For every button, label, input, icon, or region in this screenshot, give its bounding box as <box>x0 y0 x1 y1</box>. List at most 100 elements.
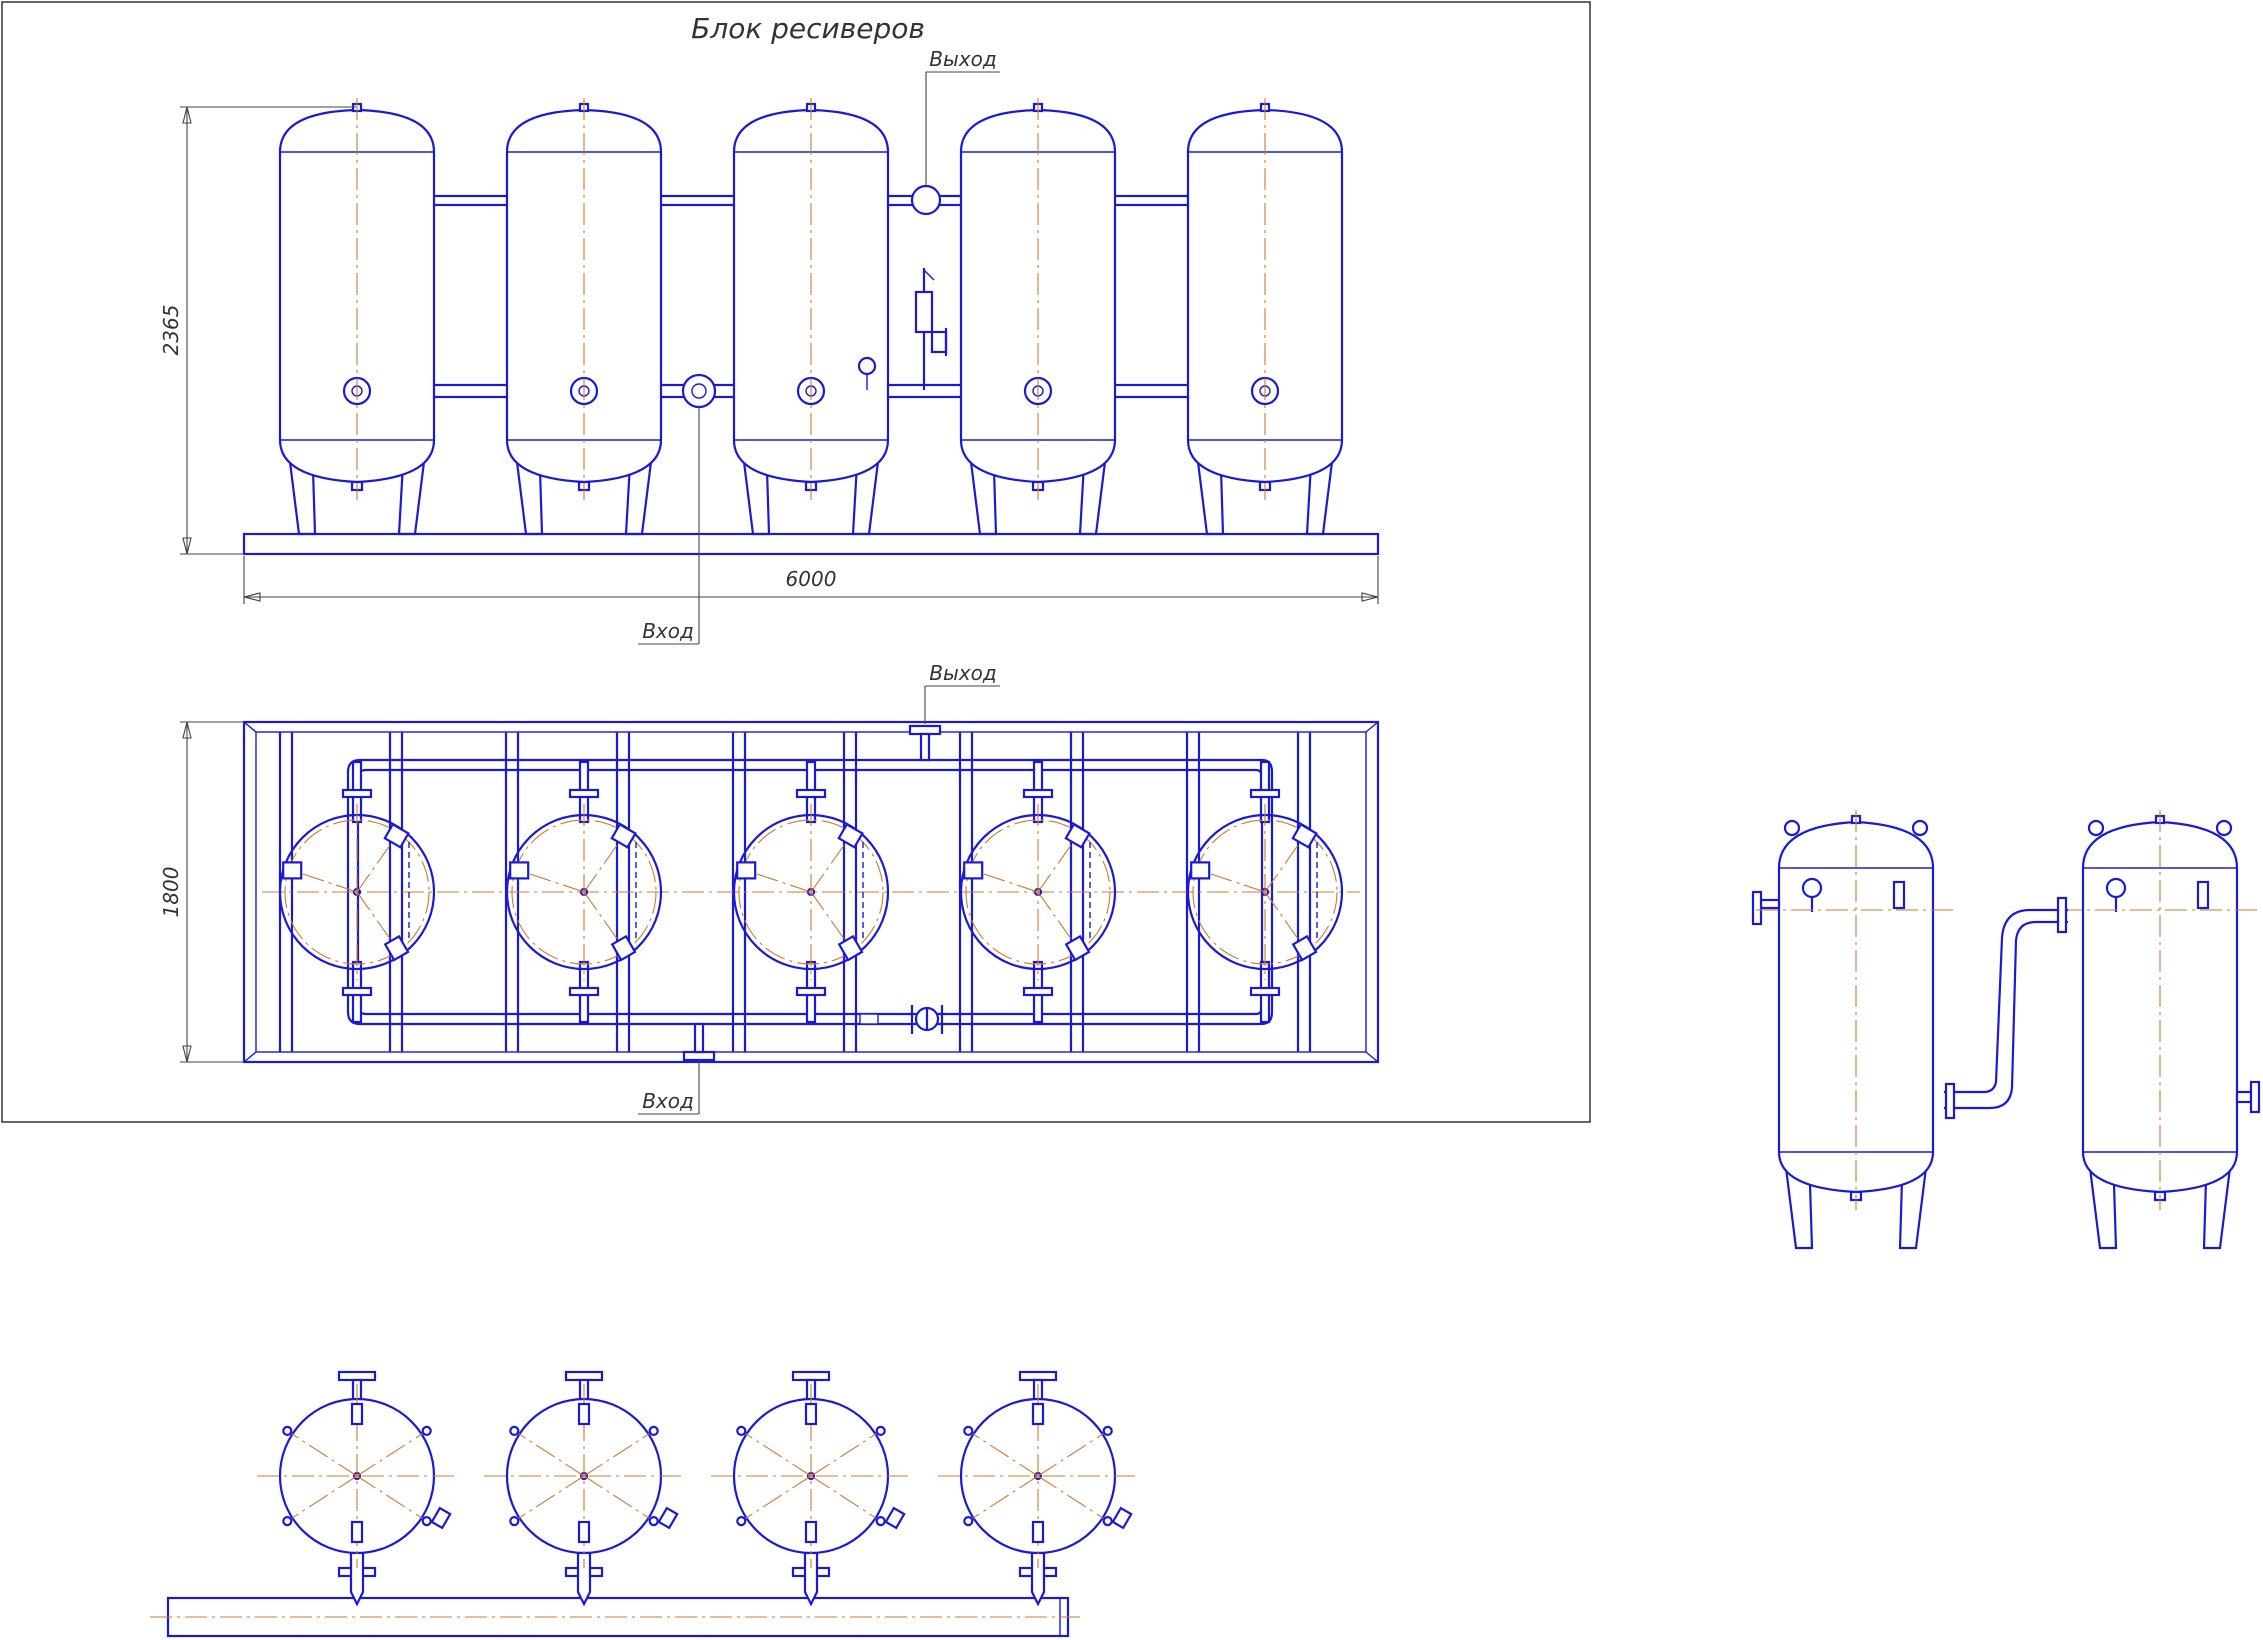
bottom-vessel-axis-diag <box>514 1430 585 1477</box>
sheet-frame <box>1 1 1591 1123</box>
front-vessel-leg <box>1305 453 1335 536</box>
plan-vessel-leg <box>837 934 864 962</box>
plan-vessel-leg-axis <box>973 869 1039 893</box>
bottom-vessel-gauge <box>430 1506 452 1530</box>
plan-vessel-2 <box>505 760 663 1024</box>
plan-vessel-flange-bottom <box>795 986 827 997</box>
side-vessel-lug <box>1911 819 1929 837</box>
front-safety-valve <box>914 268 948 390</box>
plan-leaders: Выход Вход <box>638 661 1000 1115</box>
bottom-vessel-lug <box>509 1515 520 1527</box>
side-view <box>1751 810 2261 1250</box>
plan-vessel-leg <box>1291 934 1318 962</box>
plan-vessel-leg <box>383 822 410 849</box>
plan-vessel-leg-axis <box>1200 869 1266 893</box>
side-connect-pipe-2 <box>1944 920 2068 1110</box>
plan-frame-outer <box>242 720 1380 1064</box>
bottom-vessel-flange-top <box>1018 1370 1058 1382</box>
front-vessel-4 <box>959 98 1117 536</box>
side-vessel-2 <box>2060 810 2261 1250</box>
bottom-vessel-gauge <box>884 1506 906 1530</box>
front-inlet-flange <box>681 373 717 409</box>
plan-vessel-leg-axis <box>292 869 358 893</box>
drawing-title: Блок ресиверов <box>691 12 925 45</box>
plan-vessel-leg <box>1190 861 1211 880</box>
plan-vessel-flange-top <box>568 788 600 799</box>
bottom-vessel-lug <box>1102 1425 1113 1437</box>
side-vessel-lug <box>1783 819 1801 837</box>
bottom-vessel-axis-diag <box>741 1430 812 1477</box>
side-connect-flange-right <box>2056 896 2068 934</box>
bottom-vessel-lug <box>648 1515 659 1527</box>
plan-vessel-leg <box>736 861 757 880</box>
bottom-vessel-axis-diag <box>810 1475 881 1522</box>
bottom-vessel-fitting <box>350 1520 364 1544</box>
plan-vessel-1 <box>278 760 436 1024</box>
bottom-vessel-lug <box>421 1425 432 1437</box>
front-vessel-leg <box>397 453 427 536</box>
side-vessel-gauge <box>2105 877 2127 899</box>
bottom-view <box>150 1370 1138 1638</box>
plan-vessel-flange-bottom <box>1249 986 1281 997</box>
plan-vessel-leg <box>1064 934 1091 962</box>
plan-vessel-flange-top <box>795 788 827 799</box>
plan-vessel-flange-bottom <box>1022 986 1054 997</box>
plan-vessel-flange-top <box>341 788 373 799</box>
front-vessel-leg <box>1078 453 1108 536</box>
bottom-vessel-1 <box>257 1370 457 1607</box>
plan-inlet-nozzle <box>682 1022 716 1062</box>
bottom-vessel-fitting <box>350 1402 364 1426</box>
bottom-vessel-fitting <box>804 1520 818 1544</box>
bottom-vessel-axis-diag <box>583 1430 654 1477</box>
bottom-vessel-axis-diag <box>810 1430 881 1477</box>
bottom-vessel-lug <box>421 1515 432 1527</box>
front-vessel-leg <box>968 453 998 536</box>
bottom-vessel-3 <box>711 1370 911 1607</box>
bottom-vessel-axis-diag <box>1037 1475 1108 1522</box>
plan-vessel-leg-axis <box>356 835 398 893</box>
front-vessel-leg <box>851 453 881 536</box>
bottom-vessel-lug <box>282 1515 293 1527</box>
side-vessel-inlet-flange <box>1751 890 1763 926</box>
bottom-vessel-fitting <box>1031 1402 1045 1426</box>
bottom-vessel-fitting <box>577 1402 591 1426</box>
plan-vessel-leg-axis <box>1264 835 1306 893</box>
bottom-vessel-lug <box>875 1515 886 1527</box>
front-vessel-leg <box>624 453 654 536</box>
plan-vessel-leg-axis <box>519 869 585 893</box>
plan-valve <box>859 1005 944 1034</box>
front-vessel-2 <box>505 98 663 536</box>
front-vessel-leg <box>1195 453 1225 536</box>
plan-outlet-nozzle <box>908 724 942 762</box>
plan-vessel-flange-top <box>1022 788 1054 799</box>
plan-vessel-flange-bottom <box>568 986 600 997</box>
plan-view: 1800 Выход Вход <box>159 661 1380 1115</box>
side-vessel-1 <box>1751 810 1956 1250</box>
bottom-vessel-lug <box>736 1515 747 1527</box>
plan-pipe-loop-outer <box>346 758 1274 1026</box>
dim-length: 6000 <box>786 567 837 591</box>
plan-vessel-leg-axis <box>583 835 625 893</box>
bottom-vessel-axis-diag <box>287 1475 358 1522</box>
plan-vessel-leg <box>610 822 637 849</box>
front-vessel-leg <box>514 453 544 536</box>
bottom-vessel-flange-top <box>564 1370 604 1382</box>
label-outlet-plan: Выход <box>929 661 996 685</box>
plan-vessel-leg <box>509 861 530 880</box>
side-vessel-valve <box>1892 880 1906 910</box>
bottom-vessel-lug <box>875 1425 886 1437</box>
bottom-vessel-gauge <box>657 1506 679 1530</box>
plan-vessel-leg <box>383 934 410 962</box>
bottom-vessel-lug <box>648 1425 659 1437</box>
side-vessel-leg <box>2088 1167 2118 1250</box>
bottom-vessel-lug <box>736 1425 747 1437</box>
bottom-vessel-4 <box>938 1370 1138 1607</box>
front-view: 2365 6000 Выход Вход <box>159 47 1380 645</box>
front-base-skid <box>242 532 1380 556</box>
bottom-vessel-fitting <box>577 1520 591 1544</box>
plan-vessel-5 <box>1186 760 1344 1024</box>
bottom-vessel-lug <box>963 1425 974 1437</box>
bottom-vessel-lug <box>963 1515 974 1527</box>
front-outlet-flange <box>910 184 942 216</box>
